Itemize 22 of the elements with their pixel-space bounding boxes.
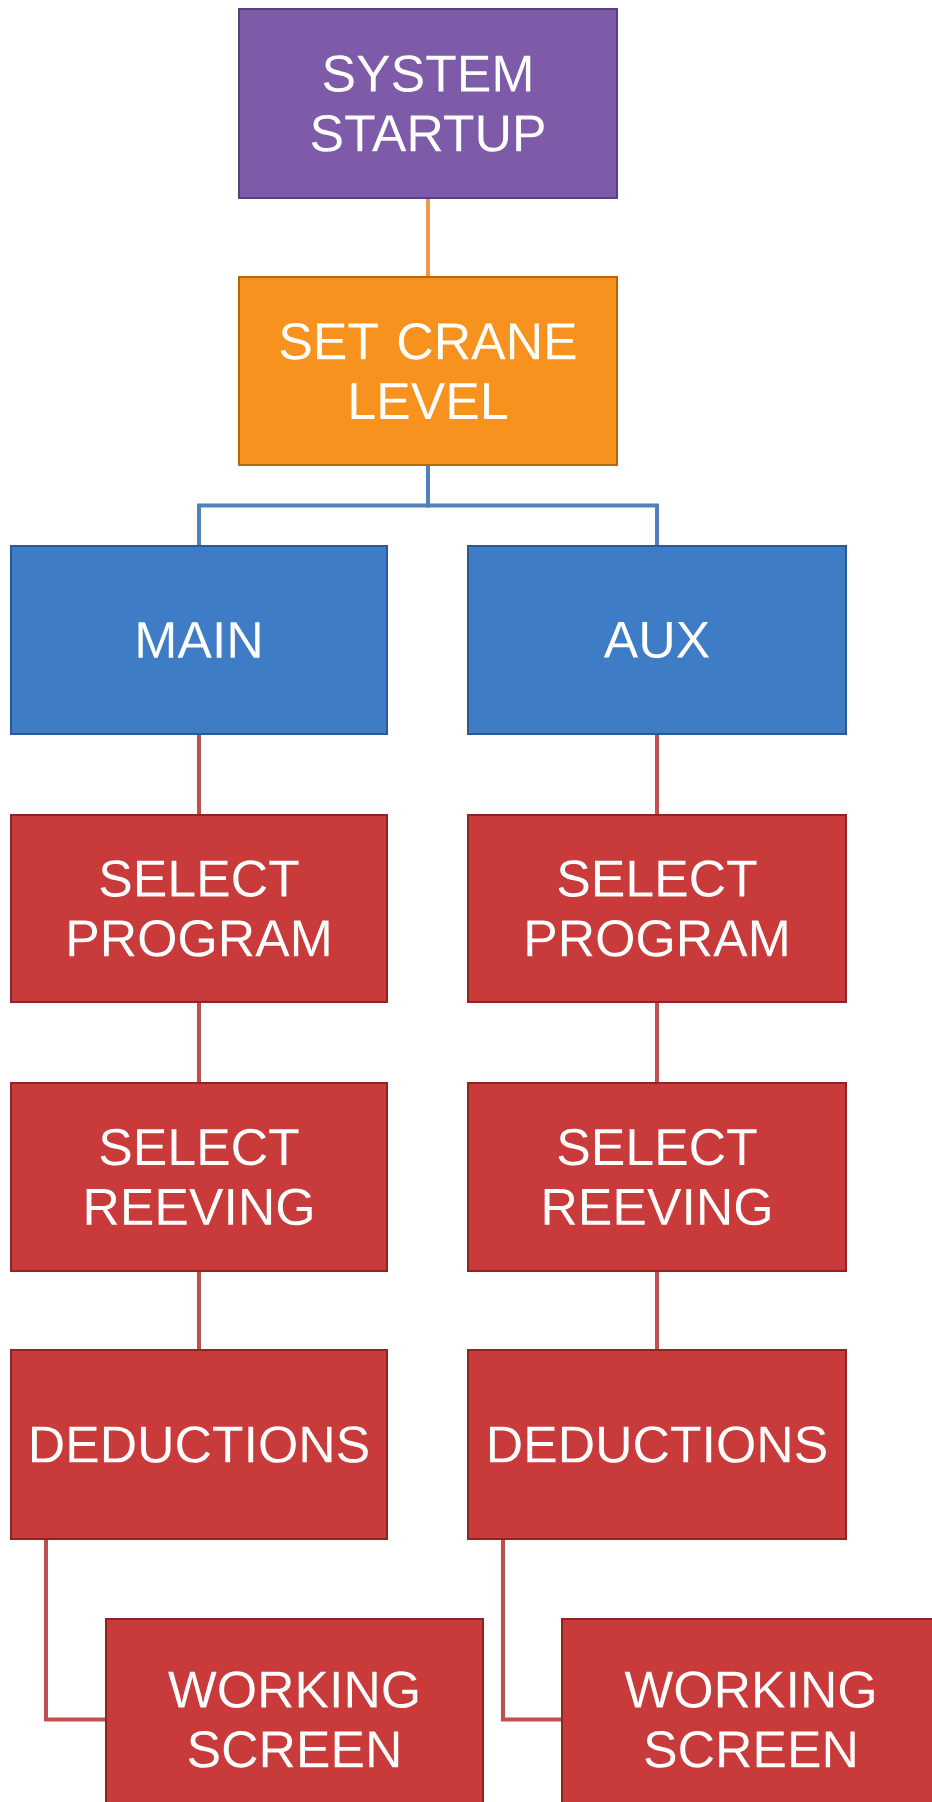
connector-line [426, 466, 659, 545]
connector-line [501, 1540, 561, 1722]
connector-line [655, 1003, 659, 1082]
connector-line [44, 1540, 105, 1722]
process-box: SELECT REEVING [10, 1082, 388, 1272]
process-box: WORKING SCREEN [561, 1618, 932, 1802]
process-box: MAIN [10, 545, 388, 735]
process-box: DEDUCTIONS [467, 1349, 847, 1540]
process-box: SELECT PROGRAM [467, 814, 847, 1003]
process-box: DEDUCTIONS [10, 1349, 388, 1540]
connector-line [197, 1272, 201, 1349]
process-box: WORKING SCREEN [105, 1618, 484, 1802]
connector-line [426, 199, 430, 276]
connector-line [197, 735, 201, 814]
connector-line [655, 1272, 659, 1349]
process-box: SYSTEM STARTUP [238, 8, 618, 199]
process-box: AUX [467, 545, 847, 735]
connector-line [197, 1003, 201, 1082]
process-box: SELECT REEVING [467, 1082, 847, 1272]
connector-line [655, 735, 659, 814]
process-box: SET CRANE LEVEL [238, 276, 618, 466]
process-box: SELECT PROGRAM [10, 814, 388, 1003]
